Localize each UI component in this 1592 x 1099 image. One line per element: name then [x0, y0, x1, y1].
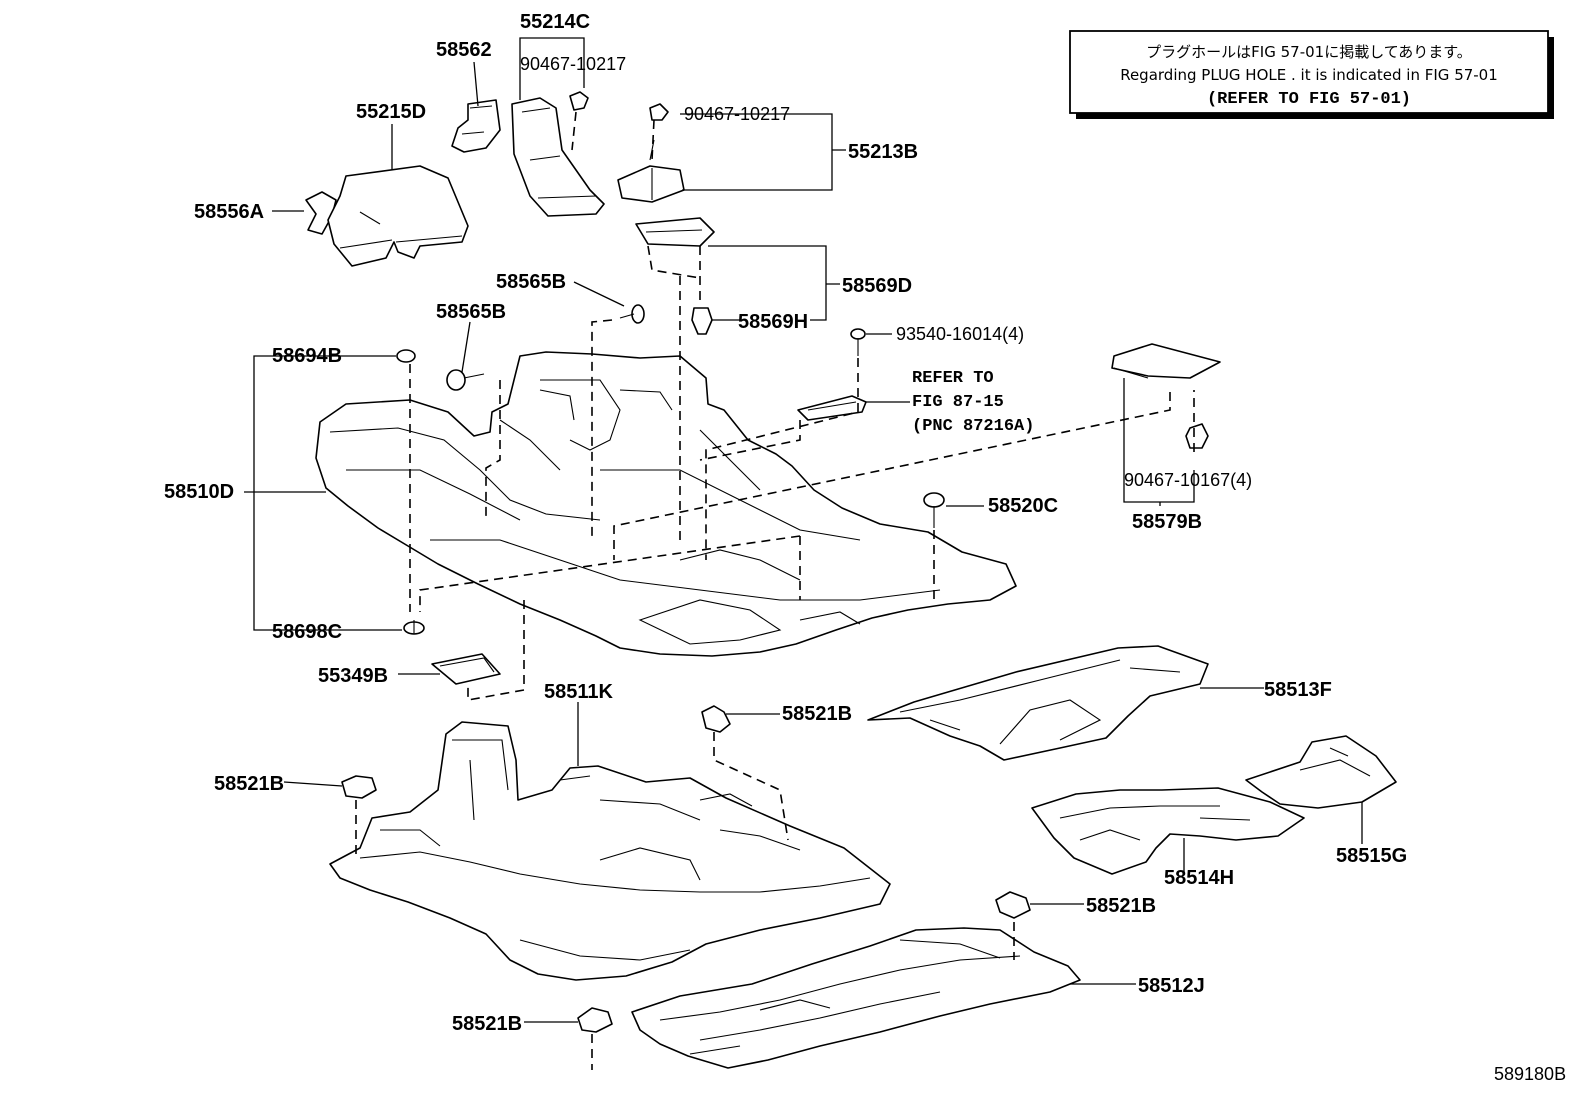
clip-58698C	[403, 620, 425, 635]
label-58698C: 58698C	[272, 621, 342, 643]
label-55214C: 55214C	[520, 11, 590, 33]
part-58569D-drawing	[635, 217, 715, 247]
screw-58565B-a	[619, 304, 645, 324]
plug-hole-note: プラグホールはFIG 57-01に掲載してあります。 Regarding PLU…	[1069, 30, 1554, 119]
refer-line-3: (PNC 87216A)	[912, 417, 1034, 436]
label-58515G: 58515G	[1336, 845, 1407, 867]
label-55349B: 55349B	[318, 665, 388, 687]
label-90467-10217-a: 90467-10217	[520, 54, 626, 74]
part-58513F-drawing	[867, 645, 1209, 761]
note-line-1: プラグホールはFIG 57-01に掲載してあります。	[1146, 43, 1472, 61]
label-90467-10217-b: 90467-10217	[684, 104, 790, 124]
part-55215D-drawing	[327, 165, 469, 267]
label-58520C: 58520C	[988, 495, 1058, 517]
label-58510D: 58510D	[164, 481, 234, 503]
label-55213B: 55213B	[848, 141, 918, 163]
label-58513F: 58513F	[1264, 679, 1332, 701]
label-55215D: 55215D	[356, 101, 426, 123]
label-90467-10167: 90467-10167(4)	[1124, 470, 1252, 490]
clip-58694B	[396, 349, 416, 363]
label-93540-16014: 93540-16014(4)	[896, 324, 1024, 344]
screw-93540	[850, 328, 866, 356]
label-58511K: 58511K	[544, 681, 614, 703]
label-58562: 58562	[436, 39, 492, 61]
screw-58520C	[923, 492, 945, 528]
part-58515G-drawing	[1245, 735, 1397, 809]
refer-line-1: REFER TO	[912, 369, 994, 388]
label-58694B: 58694B	[272, 345, 342, 367]
clip-58521B-c	[995, 891, 1031, 919]
dashed-lines	[355, 111, 1195, 1070]
label-58569H: 58569H	[738, 311, 808, 333]
part-58514H-drawing	[1031, 787, 1305, 875]
label-58514H: 58514H	[1164, 867, 1234, 889]
clip-90467-a	[569, 91, 589, 111]
label-58512J: 58512J	[1138, 975, 1205, 997]
refer-plate	[797, 395, 867, 421]
clip-58521B-b	[341, 775, 377, 799]
carpet-58511K-drawing	[329, 721, 891, 981]
carpet-58510D-drawing	[315, 351, 1017, 657]
part-55214C-drawing	[511, 97, 605, 217]
clip-90467-b	[649, 103, 669, 121]
leader-lines	[244, 37, 1363, 1023]
refer-line-2: FIG 87-15	[912, 393, 1004, 412]
clip-58521B-a	[701, 705, 731, 733]
carpet-58512J-drawing	[631, 927, 1081, 1069]
clip-58521B-d	[577, 1007, 613, 1033]
note-line-3: (REFER TO FIG 57-01)	[1207, 90, 1411, 109]
label-58565B-b: 58565B	[436, 301, 506, 323]
label-58521B-c: 58521B	[1086, 895, 1156, 917]
label-58569D: 58569D	[842, 275, 912, 297]
label-58579B: 58579B	[1132, 511, 1202, 533]
part-58562-drawing	[451, 99, 501, 153]
labels: 55214C 90467-10217 58562 55215D 58556A 9…	[164, 11, 1566, 1084]
part-58579B-drawing	[1111, 343, 1221, 379]
label-58521B-b: 58521B	[214, 773, 284, 795]
label-58565B-a: 58565B	[496, 271, 566, 293]
screw-58565B-b	[446, 369, 485, 391]
clip-58569H	[691, 307, 713, 335]
label-58521B-a: 58521B	[782, 703, 852, 725]
part-55213B-drawing	[617, 139, 685, 203]
clip-90467-10167	[1185, 423, 1209, 449]
label-58556A: 58556A	[194, 201, 264, 223]
label-58521B-d: 58521B	[452, 1013, 522, 1035]
figure-code: 589180B	[1494, 1064, 1566, 1084]
part-55349B-drawing	[431, 653, 501, 685]
note-line-2: Regarding PLUG HOLE . it is indicated in…	[1120, 66, 1498, 84]
part-58556A-drawing	[305, 191, 337, 235]
